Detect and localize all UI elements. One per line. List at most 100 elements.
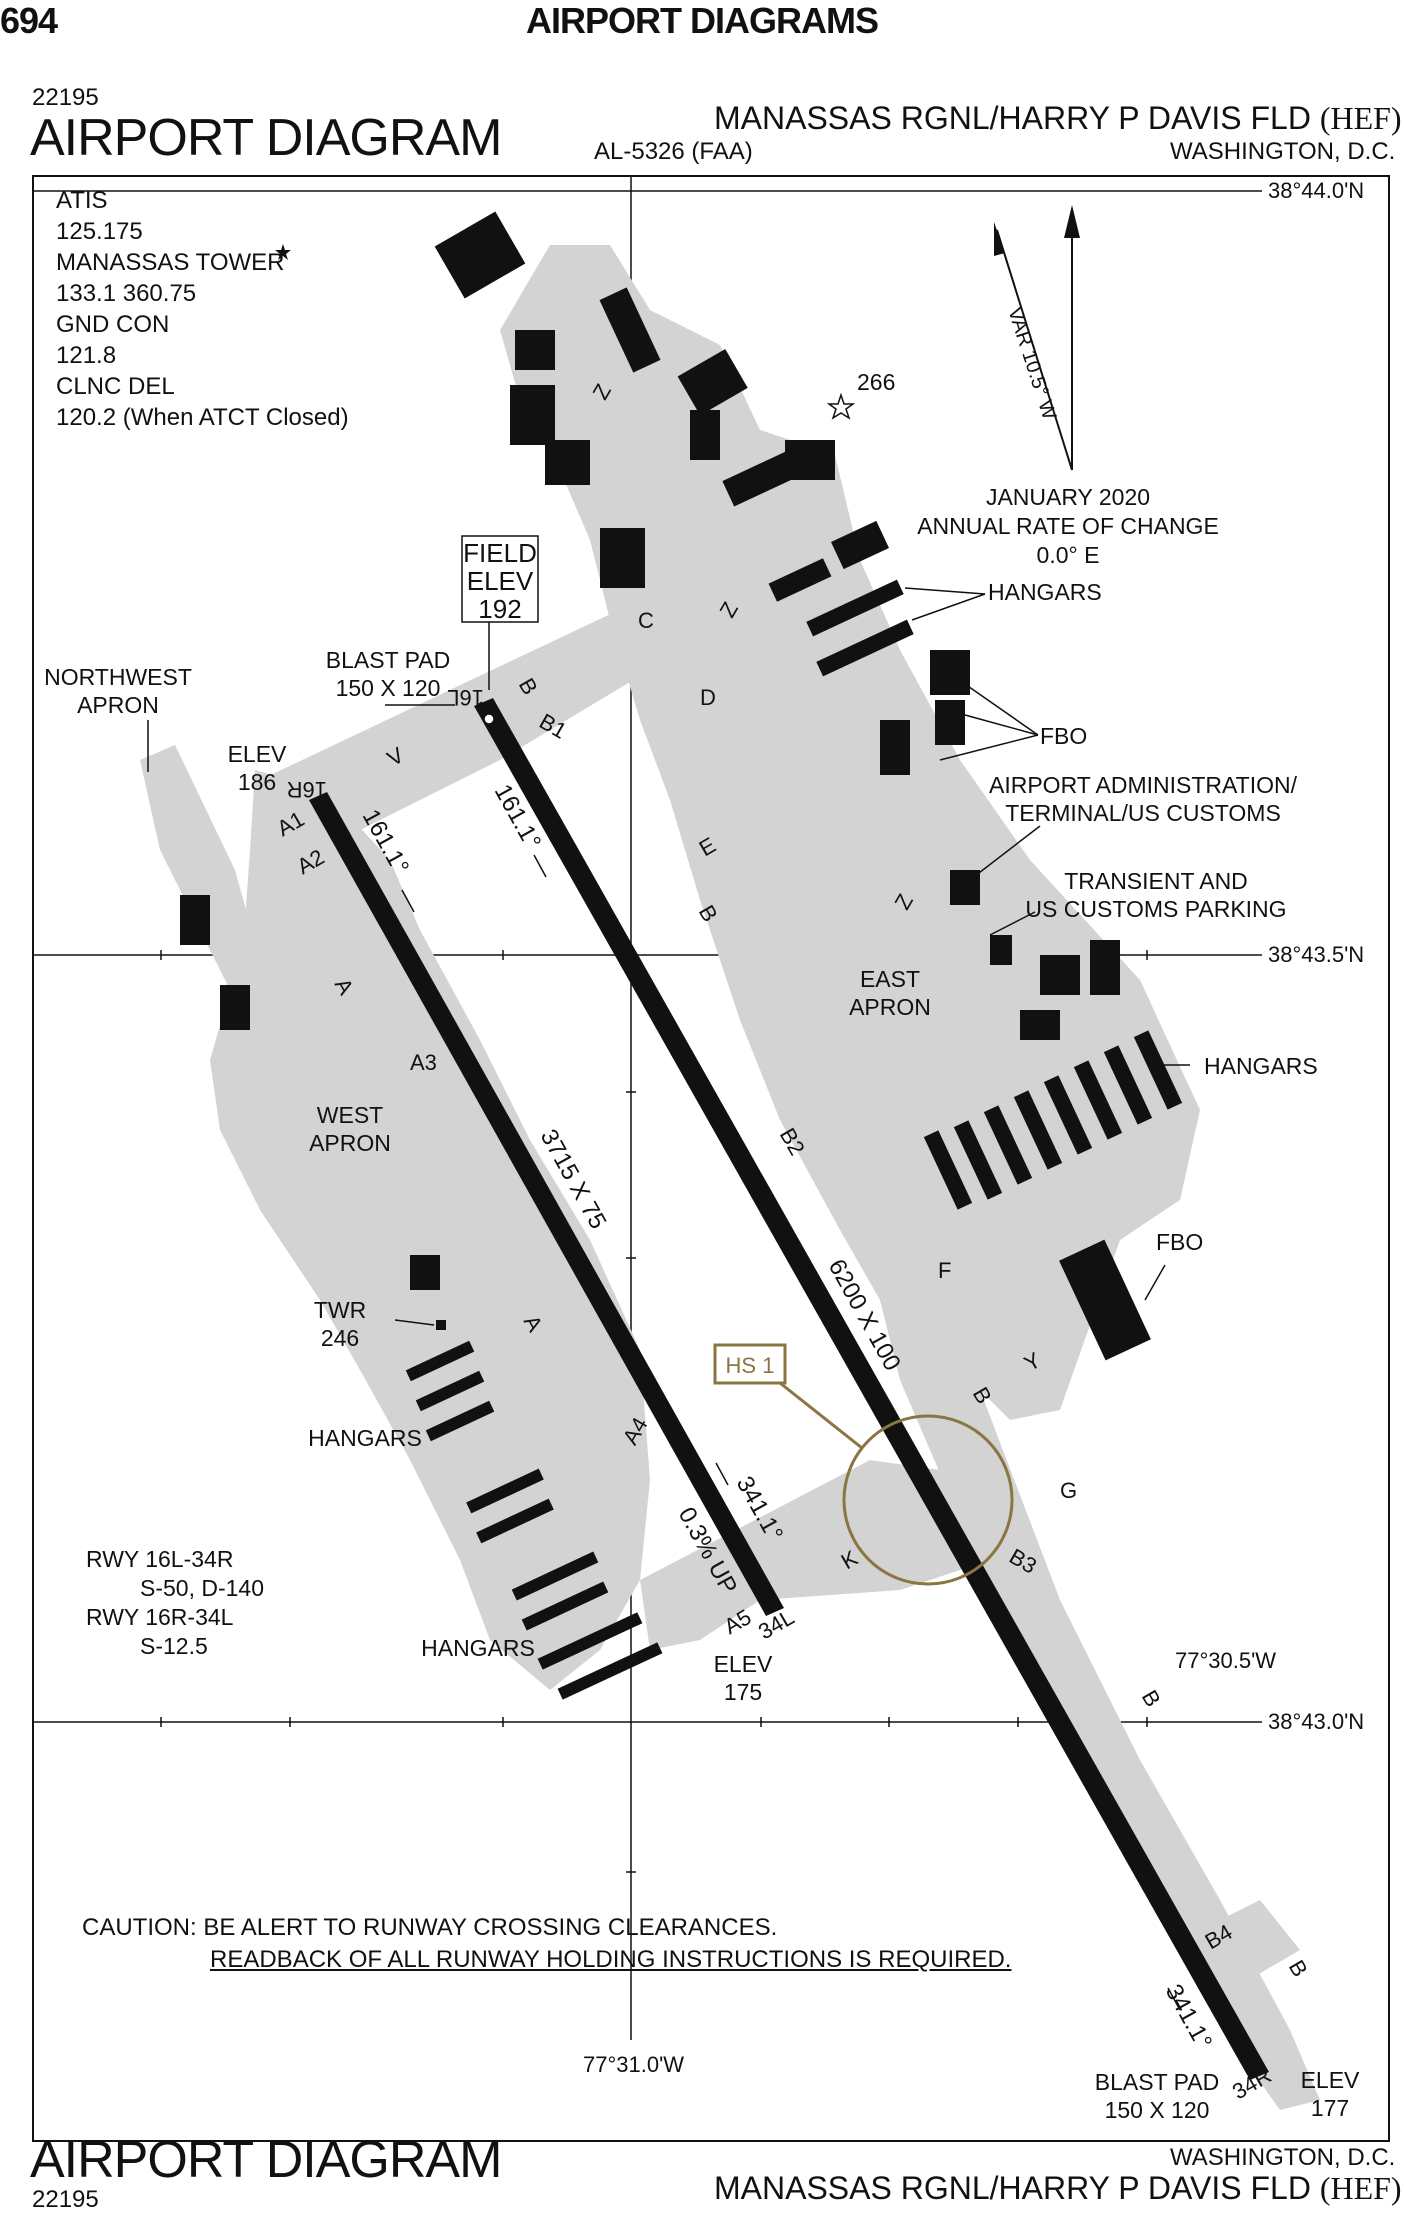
label-hangars-east: HANGARS xyxy=(1204,1053,1318,1079)
label-nw-apron1: NORTHWEST xyxy=(44,664,192,690)
label-west-apron2: APRON xyxy=(309,1130,391,1156)
hangar-rows xyxy=(405,1030,1183,1700)
building xyxy=(545,440,590,485)
annual-rate-value: 0.0° E xyxy=(1037,542,1100,568)
label-hangars-southwest: HANGARS xyxy=(421,1635,535,1661)
hangar xyxy=(415,1370,485,1412)
tower-marker xyxy=(436,1320,446,1330)
magnetic-date: JANUARY 2020 xyxy=(986,484,1150,510)
rwy-34l-label: 34L xyxy=(754,1604,798,1644)
label-fbo-north: FBO xyxy=(1040,723,1087,749)
hot-spot-leader xyxy=(779,1381,863,1450)
label-elev-16r: ELEV xyxy=(228,741,287,767)
chart-title-top: AIRPORT DIAGRAM xyxy=(30,109,502,167)
leader-lines xyxy=(147,587,1190,1301)
tower-leader xyxy=(394,1319,435,1326)
hangar xyxy=(405,1340,475,1382)
label-hangars-west: HANGARS xyxy=(308,1425,422,1451)
caution-note: CAUTION: BE ALERT TO RUNWAY CROSSING CLE… xyxy=(82,1912,1011,1976)
label-elev-34l: ELEV xyxy=(714,1651,773,1677)
label-blast-dim-north: 150 X 120 xyxy=(336,675,441,701)
comm-ground-freq: 121.8 xyxy=(56,342,116,369)
comm-atis-label: ATIS xyxy=(56,187,108,214)
hangar xyxy=(1043,1075,1093,1155)
pavement-areas xyxy=(140,245,1320,2110)
runway-16l-34r xyxy=(474,698,1269,2080)
hangar xyxy=(557,1642,663,1700)
label-elev-34r-value: 177 xyxy=(1311,2095,1349,2121)
taxiway-b4-pavement xyxy=(1200,1900,1300,1985)
building xyxy=(677,348,748,416)
airport-name-bottom: MANASSAS RGNL/HARRY P DAVIS FLD (HEF) xyxy=(714,2170,1402,2207)
label-elev-34r: ELEV xyxy=(1301,2067,1360,2093)
chart-code-top: 22195 xyxy=(32,84,99,111)
obstacle-height: 266 xyxy=(857,369,895,395)
hangar xyxy=(816,619,914,677)
hangar xyxy=(476,1498,554,1544)
hangar xyxy=(953,1120,1003,1200)
caution-line1: CAUTION: BE ALERT TO RUNWAY CROSSING CLE… xyxy=(82,1914,778,1941)
caution-line2: READBACK OF ALL RUNWAY HOLDING INSTRUCTI… xyxy=(210,1946,1012,1973)
page-number: 694 xyxy=(0,0,58,41)
magnetic-north-arrow xyxy=(994,222,1005,256)
obstacle-star xyxy=(826,392,856,420)
hangar xyxy=(1073,1060,1123,1140)
field-elev-label1: FIELD xyxy=(463,538,537,568)
taxiway-c-label: C xyxy=(638,608,654,633)
runway-16r-34l xyxy=(309,792,784,1616)
label-transient-line1: TRANSIENT AND xyxy=(1064,868,1248,894)
taxiway-f-label: F xyxy=(938,1258,951,1283)
strength-rwy-16r-34l-value: S-12.5 xyxy=(140,1633,208,1659)
fbo-building xyxy=(1059,1239,1151,1361)
building xyxy=(690,410,720,460)
lat-top-label: 38°44.0'N xyxy=(1268,178,1364,203)
label-west-apron1: WEST xyxy=(317,1102,383,1128)
building xyxy=(722,451,798,507)
taxiway-k-pavement xyxy=(640,1460,990,1650)
strength-rwy-16l-34r: RWY 16L-34R xyxy=(86,1546,233,1572)
building xyxy=(510,385,555,445)
building xyxy=(785,440,835,480)
building xyxy=(515,330,555,370)
hangar xyxy=(1013,1090,1063,1170)
field-elev-box xyxy=(461,535,539,623)
comm-tower-freq: 133.1 360.75 xyxy=(56,280,196,307)
airport-reference-point xyxy=(483,713,495,725)
lat-bot-label: 38°43.0'N xyxy=(1268,1709,1364,1734)
taxiway-g-label: G xyxy=(1060,1478,1077,1503)
label-twr: TWR xyxy=(314,1297,366,1323)
comm-tower-label: MANASSAS TOWER xyxy=(56,249,285,276)
diagram-frame xyxy=(32,175,1390,2142)
airport-ident: (HEF) xyxy=(1319,100,1402,136)
building xyxy=(180,895,210,945)
annual-rate-label: ANNUAL RATE OF CHANGE xyxy=(917,513,1219,539)
label-hot-spot: HS 1 xyxy=(726,1353,775,1378)
page-heading: AIRPORT DIAGRAMS xyxy=(526,0,879,41)
label-fbo-south: FBO xyxy=(1156,1229,1203,1255)
label-east-apron2: APRON xyxy=(849,994,931,1020)
building xyxy=(1020,1010,1060,1040)
building xyxy=(434,211,526,299)
procedure-number: AL-5326 (FAA) xyxy=(594,138,753,165)
runways xyxy=(309,698,1269,2080)
airport-name-top: MANASSAS RGNL/HARRY P DAVIS FLD (HEF) xyxy=(714,100,1402,137)
taxiway-b-south-pavement xyxy=(900,1380,1320,2110)
northwest-apron-pavement xyxy=(140,745,260,1010)
hangar xyxy=(521,1581,609,1631)
label-elev-34l-value: 175 xyxy=(724,1679,762,1705)
taxiway-b-label-far-south: B xyxy=(1137,1686,1166,1711)
city-top: WASHINGTON, D.C. xyxy=(1170,138,1396,165)
building xyxy=(768,558,832,602)
label-admin-line2: TERMINAL/US CUSTOMS xyxy=(1005,800,1281,826)
hangar xyxy=(806,579,904,637)
buildings xyxy=(180,211,1151,1361)
magnetic-variation: VAR 10.5° W xyxy=(1003,305,1060,423)
taxiway-d-label: D xyxy=(700,685,716,710)
hot-spot-circle xyxy=(842,1414,1014,1586)
true-north-arrow xyxy=(1064,205,1080,238)
building xyxy=(935,700,965,745)
label-hangars-north: HANGARS xyxy=(988,579,1102,605)
rwy-16r-label: 16R xyxy=(287,777,327,802)
taxiway-b-label-end: B xyxy=(1284,1956,1313,1981)
